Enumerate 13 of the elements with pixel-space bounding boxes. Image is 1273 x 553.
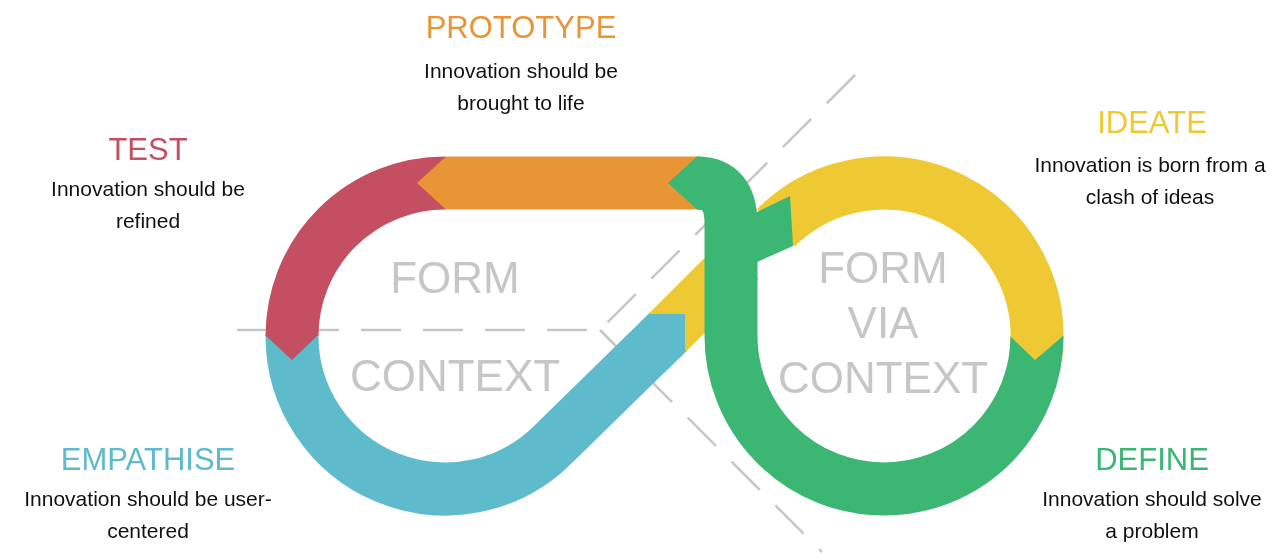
stage-description: Innovation should be brought to life bbox=[423, 58, 619, 116]
loop-label: FORM VIA CONTEXT bbox=[776, 242, 990, 404]
loop-label: FORM bbox=[389, 252, 521, 304]
stage-title: IDEATE bbox=[1096, 104, 1208, 142]
stage-description: Innovation is born from a clash of ideas bbox=[1033, 152, 1267, 210]
stage-description: Innovation should be user-centered bbox=[23, 486, 273, 544]
loop-label: CONTEXT bbox=[348, 350, 562, 402]
stage-description: Innovation should be refined bbox=[50, 176, 246, 234]
stage-title: EMPATHISE bbox=[59, 441, 237, 479]
stage-title: PROTOTYPE bbox=[424, 9, 618, 47]
stage-title: DEFINE bbox=[1094, 441, 1210, 479]
stage-description: Innovation should solve a problem bbox=[1042, 486, 1262, 544]
stage-title: TEST bbox=[107, 131, 189, 169]
